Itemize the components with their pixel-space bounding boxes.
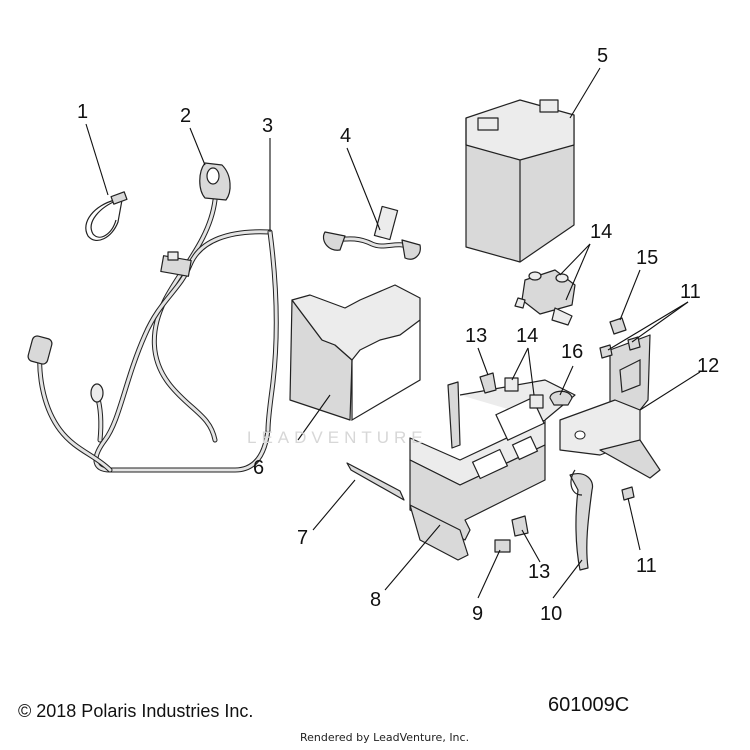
callout-5: 5 [597,45,609,67]
callout-16: 16 [561,341,584,363]
part-9-bolt [494,539,511,553]
part-4-battery-cable [322,205,421,260]
part-6-battery-cover [289,284,421,422]
callout-2: 2 [180,105,192,127]
part-14-solenoid [514,269,576,326]
callout-12: 12 [697,355,720,377]
part-12-mounting-bracket [559,334,661,479]
part-13-clip [479,372,529,537]
part-15-bolt [609,317,627,335]
callout-14-lower: 14 [516,325,539,347]
hardware-fasteners [479,317,641,553]
part-8-battery-tray [409,379,576,561]
callout-3: 3 [262,115,274,137]
diagram-part-number: 601009C [548,694,630,716]
leader-lines [85,67,701,599]
callout-15: 15 [636,247,659,269]
callout-8: 8 [370,589,382,611]
part-11-bolt [599,336,641,501]
callout-10: 10 [540,603,563,625]
watermark-text: LEADVENTURE [247,428,428,447]
part-2-ring-connector [199,162,231,201]
callout-13: 13 [465,325,488,347]
callout-14: 14 [590,221,613,243]
copyright-notice: © 2018 Polaris Industries Inc. [18,701,254,721]
callout-9: 9 [472,603,484,625]
callout-4: 4 [340,125,352,147]
callout-1: 1 [77,101,89,123]
part-3-wiring-harness [27,197,279,473]
callout-7: 7 [297,527,309,549]
part-5-battery [465,99,575,263]
callout-11-lower: 11 [636,555,657,577]
callout-13-lower: 13 [528,561,551,583]
part-16-clamp [549,390,573,406]
part-7-foam-strip [346,462,405,501]
part-14-nut [504,377,544,409]
callout-6: 6 [253,457,265,479]
part-1-cable-tie [85,191,128,241]
callout-11: 11 [680,281,701,303]
part-10-battery-strap [569,469,594,571]
rendered-by-credit: Rendered by LeadVenture, Inc. [300,731,470,744]
